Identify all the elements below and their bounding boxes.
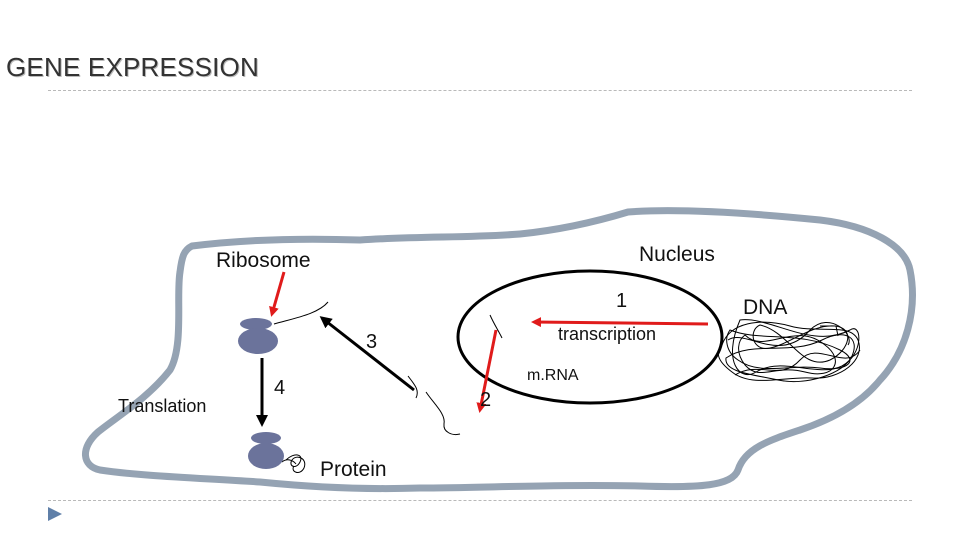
footer-divider: [48, 500, 912, 501]
bullet-arrow-icon: [48, 507, 62, 521]
mrna-label: m.RNA: [527, 367, 579, 384]
slide-title: GENE EXPRESSION: [6, 52, 259, 82]
title-divider: [48, 90, 912, 91]
step-3-label: 3: [366, 331, 377, 353]
protein-label: Protein: [320, 458, 387, 481]
transcription-label: transcription: [558, 324, 656, 344]
ribosome-bottom: [248, 432, 284, 469]
mrna-strands: [273, 301, 503, 465]
nucleus: [456, 269, 724, 405]
protein-icon: [285, 454, 306, 473]
ribosome-top: [238, 318, 278, 354]
nucleus-label: Nucleus: [639, 243, 715, 266]
transcription-arrow: [531, 317, 709, 328]
cell-membrane: [82, 207, 916, 493]
mrna-to-ribosome-arrow: [319, 316, 415, 392]
ribosome-label: Ribosome: [216, 249, 311, 272]
step-2-label: 2: [480, 389, 491, 411]
step-1-label: 1: [616, 290, 627, 312]
dna-tangle: [717, 319, 861, 383]
translation-label: Translation: [118, 396, 206, 416]
dna-label: DNA: [743, 296, 787, 319]
ribosome-pointer-arrow: [269, 271, 286, 317]
step-4-label: 4: [274, 377, 285, 399]
mrna-export-arrow: [476, 329, 498, 413]
